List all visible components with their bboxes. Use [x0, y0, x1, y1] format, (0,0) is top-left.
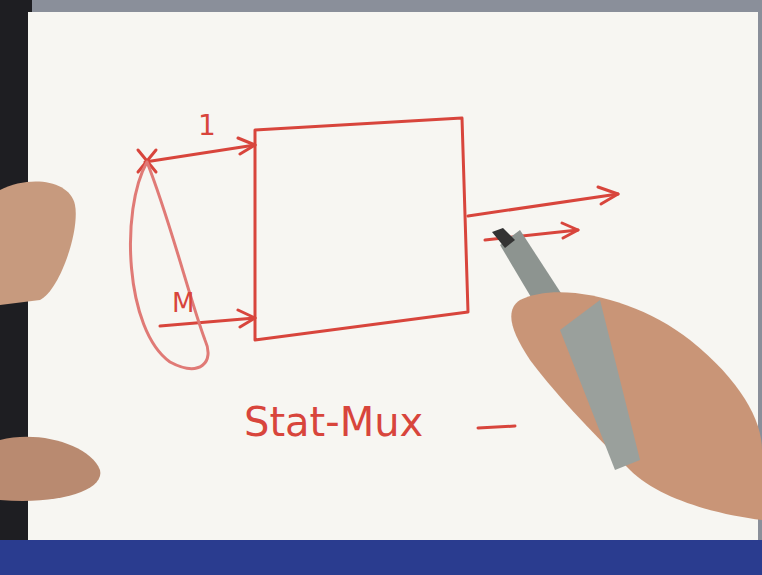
arrow-head	[598, 187, 618, 204]
input-line	[160, 318, 255, 326]
arrow-head	[238, 310, 255, 327]
multiplexer-box	[255, 118, 468, 340]
output-arrow	[468, 194, 618, 216]
marker-tip	[492, 228, 515, 248]
input-number: 1	[198, 112, 216, 140]
grouping-ellipse	[130, 162, 208, 368]
hand	[0, 182, 762, 520]
dash-mark	[478, 426, 515, 428]
arrow-head	[238, 138, 255, 154]
marker-pen	[560, 300, 640, 470]
arrow-head	[562, 223, 578, 238]
bottom-band	[0, 540, 762, 575]
finger	[0, 437, 100, 501]
hand	[511, 292, 762, 520]
input-number: M	[172, 290, 194, 316]
input-line	[145, 145, 255, 162]
finger	[0, 182, 76, 305]
multiplexer-name: Stat-Mux	[244, 402, 423, 442]
